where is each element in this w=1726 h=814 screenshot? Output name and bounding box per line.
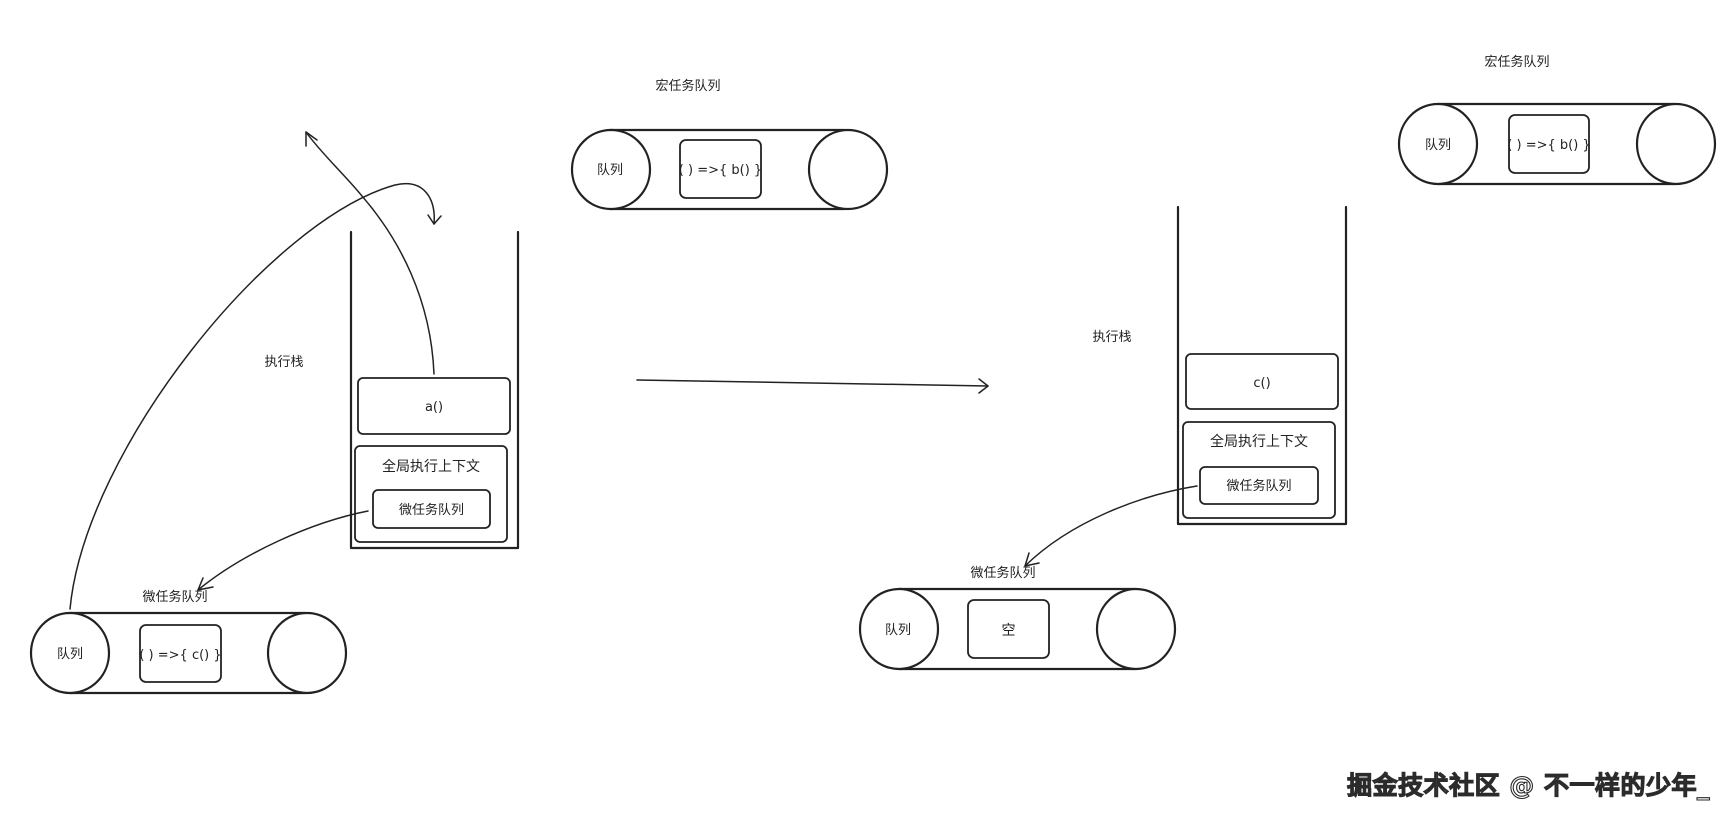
right-stack-title: 执行栈 — [1092, 330, 1131, 345]
right-macro-queue-tail — [1635, 102, 1717, 186]
transition-arrow — [636, 378, 989, 394]
microtask-to-stack-arrowhead — [427, 214, 442, 225]
left-micro-queue-title: 微任务队列 — [142, 589, 207, 605]
left-micro-task-box — [139, 624, 222, 683]
right-stack-frame: c() — [1253, 376, 1270, 391]
left-execution-stack: a() 全局执行上下文 微任务队列 — [349, 230, 520, 550]
right-macro-task: ( ) =>{ b() } — [1507, 138, 1590, 153]
left-micro-queue-head — [29, 611, 111, 695]
watermark: 掘金技术社区 @ 不一样的少年_ — [1347, 770, 1711, 800]
right-macro-queue-label: 队列 — [1425, 138, 1451, 153]
right-micro-task: 空 — [1002, 623, 1016, 639]
right-macro-queue: 队列 ( ) =>{ b() } — [1397, 102, 1717, 186]
left-macro-queue-label: 队列 — [597, 163, 623, 178]
right-macro-queue-head — [1397, 102, 1479, 186]
enqueue-microtask-arrowhead — [197, 577, 214, 591]
right-stack-frame-box — [1185, 353, 1339, 410]
left-macro-queue-head — [570, 128, 652, 211]
right-execution-stack: c() 全局执行上下文 微任务队列 — [1176, 205, 1348, 526]
left-global-context: 全局执行上下文 — [382, 458, 480, 475]
transition-arrowhead — [978, 378, 989, 394]
enqueue-microtask-arrow — [197, 510, 369, 591]
right-micro-queue-label: 队列 — [885, 623, 911, 638]
left-macro-task-box — [679, 139, 762, 199]
right-macro-task-box — [1508, 114, 1590, 174]
left-macro-queue-title: 宏任务队列 — [655, 78, 720, 94]
transition-arrow-line — [636, 379, 989, 387]
microtask-to-stack-arrow — [69, 182, 435, 610]
left-macro-queue-tail — [807, 128, 889, 211]
right-enqueue-microtask-arrowhead — [1024, 552, 1040, 567]
left-micro-task: ( ) =>{ c() } — [139, 648, 221, 663]
right-macro-queue-title: 宏任务队列 — [1484, 54, 1549, 70]
right-micro-queue-title: 微任务队列 — [970, 565, 1035, 581]
right-stack-walls — [1176, 205, 1348, 526]
right-micro-queue: 队列 空 — [858, 587, 1177, 671]
left-macro-queue: 队列 ( ) =>{ b() } — [570, 128, 889, 211]
left-macro-task: ( ) =>{ b() } — [679, 163, 762, 178]
left-micro-queue-label: 队列 — [57, 647, 83, 662]
left-stack-frame-box — [357, 377, 511, 435]
right-micro-task-box — [967, 599, 1050, 659]
left-stack-title: 执行栈 — [264, 355, 303, 370]
left-context-microtask: 微任务队列 — [399, 502, 464, 518]
right-context-microtask-box — [1199, 466, 1319, 505]
left-context-microtask-box — [372, 489, 491, 529]
left-micro-queue-tail — [266, 611, 348, 695]
right-context-microtask: 微任务队列 — [1226, 478, 1291, 494]
right-arrows — [1024, 485, 1198, 567]
right-micro-queue-tail — [1095, 587, 1177, 671]
left-stack-walls — [349, 230, 520, 550]
pop-arrow — [305, 131, 435, 375]
left-stack-frame: a() — [425, 400, 443, 415]
left-arrows — [69, 131, 442, 610]
pop-arrowhead — [305, 131, 318, 147]
right-enqueue-microtask-arrow — [1024, 485, 1198, 567]
right-micro-queue-head — [858, 587, 940, 671]
right-global-context: 全局执行上下文 — [1210, 433, 1308, 450]
left-micro-queue: 队列 ( ) =>{ c() } — [29, 611, 348, 695]
